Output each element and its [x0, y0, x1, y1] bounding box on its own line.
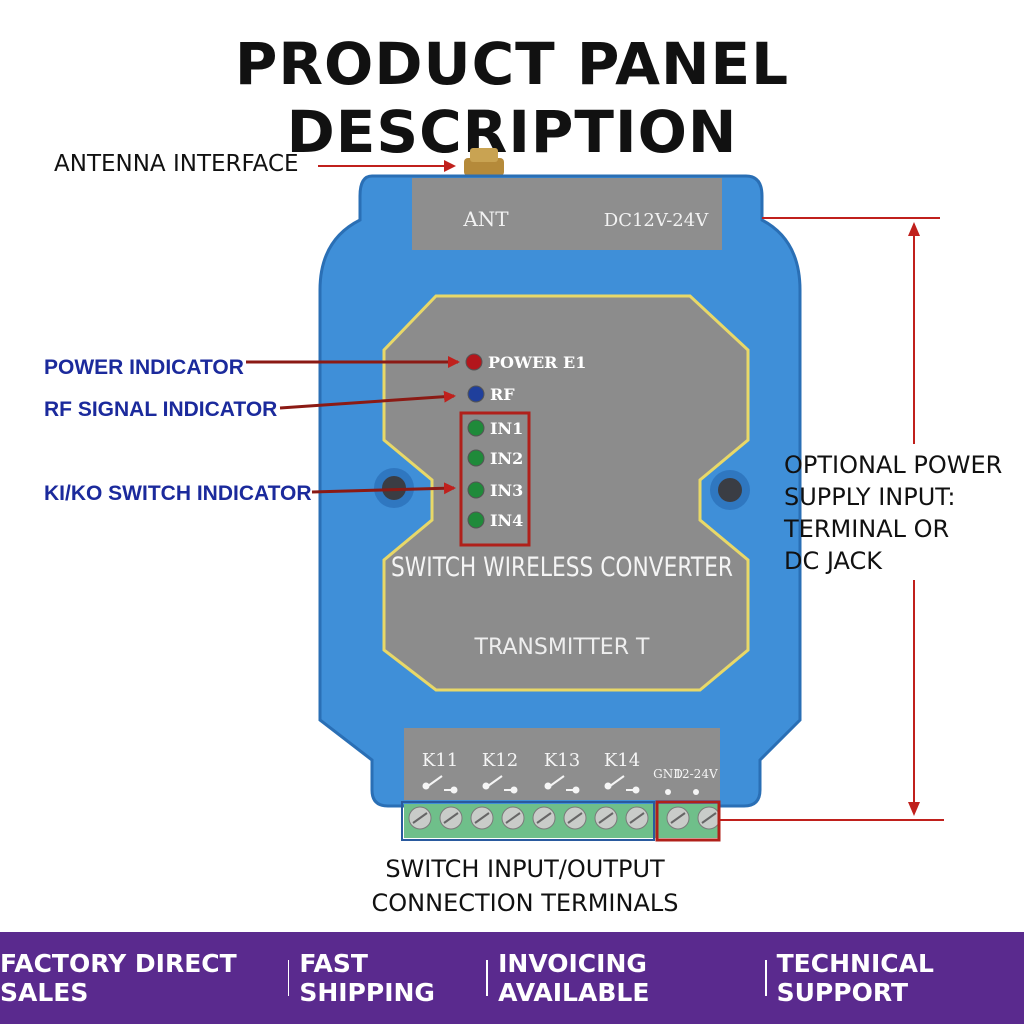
led-light [467, 385, 485, 403]
terminal-screw-slot [536, 812, 552, 824]
switch-symbol-icon [482, 775, 518, 794]
io-terminal-highlight [401, 801, 655, 841]
terminal-screw-slot [701, 812, 717, 824]
terminals-label: SWITCH INPUT/OUTPUT CONNECTION TERMINALS [0, 852, 1024, 920]
power-input-line: SUPPLY INPUT: [784, 483, 956, 511]
terminal-screw-slot [474, 812, 490, 824]
terminal-screw-slot [629, 812, 645, 824]
switch-symbol-icon [422, 775, 458, 794]
ant-label: ANT [462, 207, 509, 231]
led-light [467, 449, 485, 467]
power-input-line: DC JACK [784, 547, 883, 575]
terminal-label: K12 [482, 750, 518, 771]
footer-separator [486, 960, 489, 996]
top-label-plate [412, 178, 722, 250]
terminal-label: 12-24V [674, 767, 718, 781]
terminal-block [404, 804, 721, 838]
led-label: IN2 [490, 449, 523, 468]
terminal-label: GND [653, 767, 683, 781]
power-input-line: OPTIONAL POWER [784, 451, 1003, 479]
power-terminal-highlight [655, 800, 721, 842]
terminal-screw-slot [567, 812, 583, 824]
led-light [465, 353, 483, 371]
left-screw [374, 468, 414, 508]
led-light [467, 419, 485, 437]
terminal-label: K14 [604, 750, 640, 771]
terminal-screw-slot [443, 812, 459, 824]
switch-symbol-icon [544, 775, 580, 794]
terminal-screw-slot [412, 812, 428, 824]
led-indicator: IN3 [467, 481, 523, 500]
footer-item: TECHNICAL SUPPORT [776, 949, 934, 1007]
led-light [467, 511, 485, 529]
led-label: IN4 [490, 511, 523, 530]
footer-separator [287, 960, 290, 996]
voltage-label: DC12V-24V [604, 210, 709, 231]
power-input-label: OPTIONAL POWER SUPPLY INPUT: TERMINAL OR… [784, 449, 1002, 577]
terminal-dot-icon [693, 789, 699, 795]
page-title: PRODUCT PANEL DESCRIPTION [234, 30, 790, 166]
led-indicator: IN1 [467, 419, 523, 438]
switch-indicator-highlight [459, 411, 531, 547]
right-screw [710, 470, 750, 510]
bracket-arrow-up [908, 222, 920, 236]
device-model: TRANSMITTER T [474, 635, 650, 660]
power-input-line: TERMINAL OR [784, 515, 950, 543]
footer-item: INVOICING AVAILABLE [498, 949, 650, 1007]
power-indicator-label: POWER INDICATOR [44, 356, 244, 379]
terminal-label: K11 [422, 750, 458, 771]
footer-item: FACTORY DIRECT SALES [0, 949, 237, 1007]
terminal-screw-slot [670, 812, 686, 824]
led-indicator: IN4 [467, 511, 523, 530]
led-indicator: IN2 [467, 449, 523, 468]
antenna-interface-label: ANTENNA INTERFACE [54, 151, 299, 177]
terminal-screw-slot [505, 812, 521, 824]
led-indicator: RF [467, 385, 515, 404]
rf-indicator-arrow [279, 390, 456, 410]
switch-symbol-icon [604, 775, 640, 794]
footer-item: FAST SHIPPING [299, 949, 435, 1007]
device-name: SWITCH WIRELESS CONVERTER [391, 552, 733, 583]
led-label: POWER E1 [488, 353, 586, 372]
bracket-arrow-down [908, 802, 920, 816]
switch-indicator-arrow [311, 482, 456, 495]
terminals-label-line: SWITCH INPUT/OUTPUT [385, 855, 665, 883]
footer-features: FACTORY DIRECT SALES FAST SHIPPING INVOI… [0, 932, 1024, 1024]
footer-banner: FACTORY DIRECT SALES FAST SHIPPING INVOI… [0, 932, 1024, 1024]
led-label: IN3 [490, 481, 523, 500]
terminal-dot-icon [665, 789, 671, 795]
terminal-label: K13 [544, 750, 580, 771]
led-label: IN1 [490, 419, 523, 438]
terminal-screw-slot [598, 812, 614, 824]
switch-indicator-label: KI/KO SWITCH INDICATOR [44, 482, 312, 505]
power-input-bracket [720, 217, 944, 821]
terminals-label-line: CONNECTION TERMINALS [371, 889, 679, 917]
led-label: RF [490, 385, 515, 404]
antenna-connector [464, 148, 504, 176]
led-indicator: POWER E1 [465, 353, 586, 372]
rf-signal-indicator-label: RF SIGNAL INDICATOR [44, 398, 278, 421]
footer-separator [764, 960, 767, 996]
led-light [467, 481, 485, 499]
